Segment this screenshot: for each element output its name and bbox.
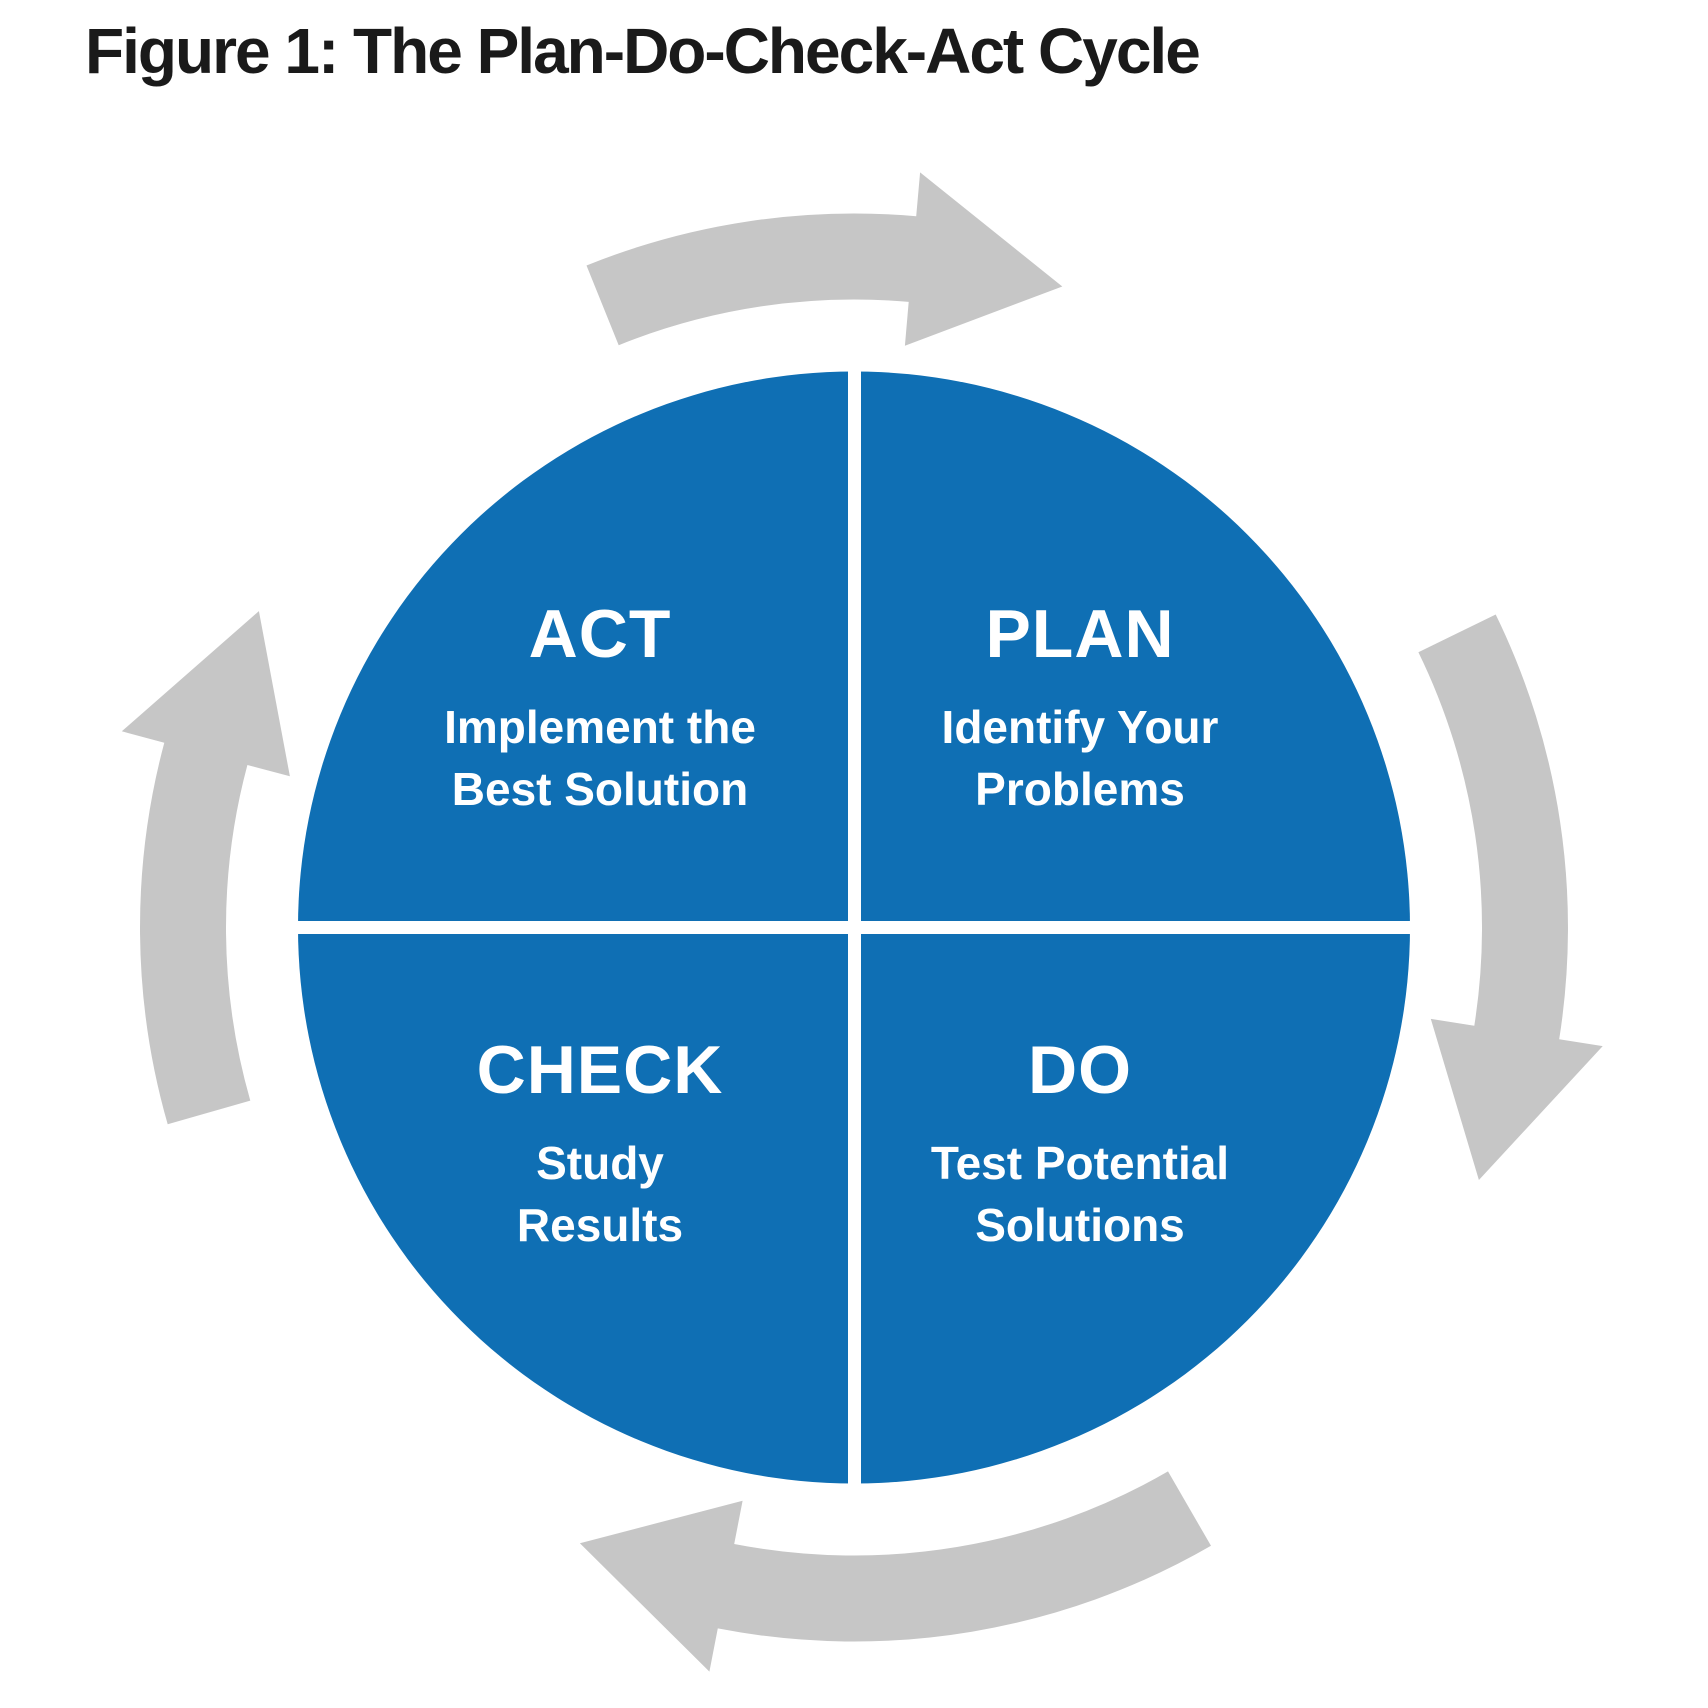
quadrant-do-desc-line2: Solutions — [975, 1199, 1185, 1251]
quadrant-act-desc-line2: Best Solution — [451, 763, 749, 815]
cycle-arrow-right-icon — [1418, 614, 1603, 1180]
cycle-arrow-bottom-icon — [579, 1471, 1211, 1672]
quadrant-do-desc-line1: Test Potential — [930, 1137, 1230, 1189]
quadrant-plan-desc-line1: Identify Your — [941, 701, 1219, 753]
quadrant-plan-description: Identify Your Problems — [800, 696, 1360, 820]
quadrant-check: CHECK Study Results — [320, 1036, 880, 1256]
quadrant-act-description: Implement the Best Solution — [320, 696, 880, 820]
quadrant-do: DO Test Potential Solutions — [800, 1036, 1360, 1256]
quadrant-check-description: Study Results — [320, 1132, 880, 1256]
quadrant-act-desc-line1: Implement the — [444, 701, 756, 753]
quadrant-act-label: ACT — [528, 596, 672, 672]
quadrant-do-label: DO — [1028, 1032, 1132, 1108]
cycle-arrow-left-icon — [121, 611, 290, 1125]
quadrant-check-desc-line1: Study — [536, 1137, 664, 1189]
quadrant-do-description: Test Potential Solutions — [800, 1132, 1360, 1256]
quadrant-check-desc-line2: Results — [516, 1199, 684, 1251]
quadrant-plan: PLAN Identify Your Problems — [800, 600, 1360, 820]
quadrant-plan-desc-line2: Problems — [975, 763, 1185, 815]
quadrant-act: ACT Implement the Best Solution — [320, 600, 880, 820]
figure-title: Figure 1: The Plan-Do-Check-Act Cycle — [85, 15, 1201, 87]
quadrant-check-label: CHECK — [476, 1032, 724, 1108]
quadrant-plan-label: PLAN — [985, 596, 1175, 672]
cycle-arrow-top-icon — [586, 172, 1063, 346]
horizontal-divider — [292, 921, 1416, 934]
